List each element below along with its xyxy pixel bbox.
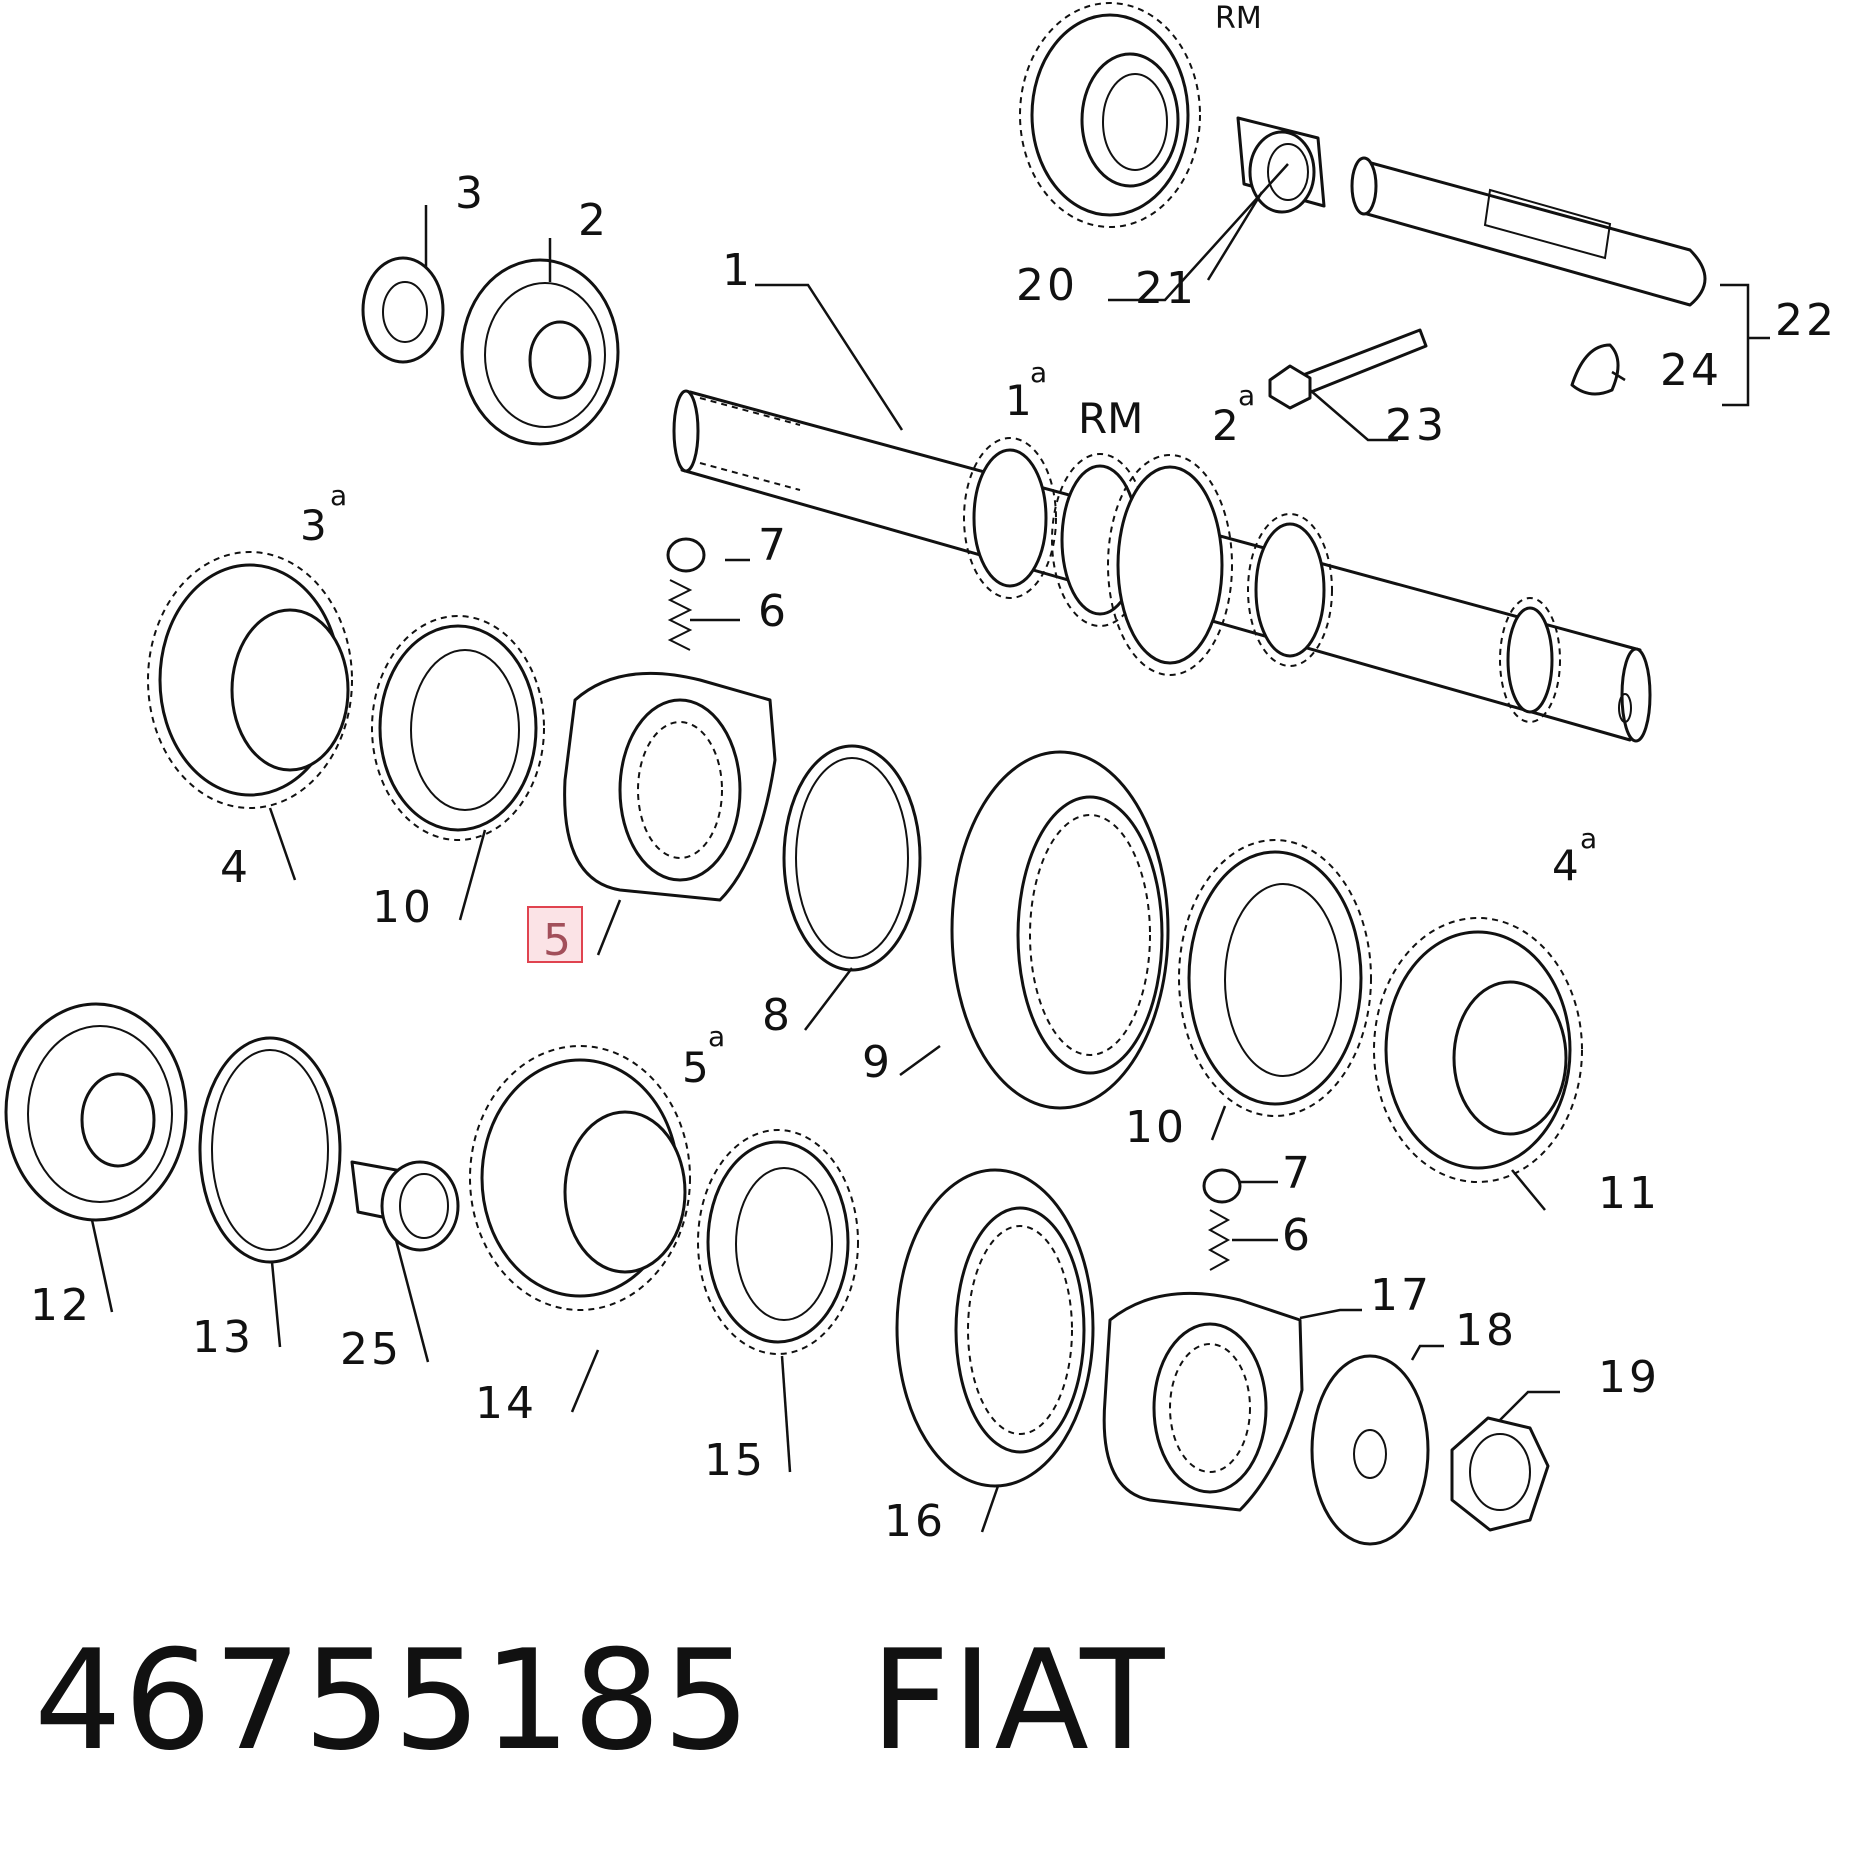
gear-mark-second: 2 a <box>1212 379 1255 450</box>
bushing-part-25[interactable] <box>350 1160 460 1252</box>
fourth-gear-part-11[interactable] <box>1373 917 1583 1183</box>
callout-23: 23 <box>1385 400 1447 451</box>
ball-part-7b[interactable] <box>1202 1168 1242 1204</box>
callout-6a: 6 <box>758 586 789 637</box>
callout-13: 13 <box>192 1312 254 1363</box>
callout-19: 19 <box>1598 1352 1660 1403</box>
key-part-24[interactable] <box>1570 343 1620 396</box>
callout-5-highlight-box <box>527 906 583 963</box>
gear-mark-first: 1 a <box>1005 356 1047 425</box>
svg-text:a: a <box>708 1020 725 1053</box>
callout-9: 9 <box>862 1037 893 1088</box>
callout-17: 17 <box>1370 1270 1432 1321</box>
callout-7a: 7 <box>758 520 789 571</box>
callout-8: 8 <box>762 990 793 1041</box>
svg-text:5: 5 <box>682 1043 709 1092</box>
circlip-part-13[interactable] <box>198 1036 342 1264</box>
callout-20: 20 <box>1016 260 1078 311</box>
synchro-ring-part-15[interactable] <box>697 1129 859 1355</box>
part-number-caption: 46755185 FIAT <box>34 1620 1166 1781</box>
svg-text:a: a <box>1238 379 1255 412</box>
synchro-hub-part-5[interactable] <box>563 671 777 902</box>
callout-2: 2 <box>578 195 609 246</box>
ball-part-7a[interactable] <box>666 537 706 573</box>
nut-part-19[interactable] <box>1450 1416 1550 1532</box>
circlip-part-8[interactable] <box>782 744 922 972</box>
callout-14: 14 <box>475 1378 537 1429</box>
callout-5[interactable]: 5 <box>543 915 571 966</box>
callout-12: 12 <box>30 1280 92 1331</box>
svg-text:a: a <box>330 479 347 512</box>
part-number: 46755185 <box>34 1620 753 1781</box>
gear-mark-rm-shaft: RM <box>1078 394 1143 443</box>
svg-text:3: 3 <box>300 501 327 550</box>
callout-3: 3 <box>455 168 486 219</box>
gear-mark-fourth: 4 a <box>1552 822 1597 890</box>
bearing-part-2[interactable] <box>460 258 620 446</box>
spring-part-6b[interactable] <box>1207 1209 1231 1271</box>
svg-text:2: 2 <box>1212 401 1239 450</box>
bearing-part-12[interactable] <box>4 1002 188 1222</box>
callout-6b: 6 <box>1282 1210 1313 1261</box>
seal-part-3[interactable] <box>361 256 445 364</box>
svg-text:4: 4 <box>1552 841 1579 890</box>
sliding-sleeve-part-9[interactable] <box>950 750 1170 1110</box>
callout-21: 21 <box>1135 263 1197 314</box>
synchro-ring-part-10a[interactable] <box>371 615 545 841</box>
synchro-ring-part-10b[interactable] <box>1178 839 1372 1117</box>
gear-mark-rm-top: RM <box>1215 1 1262 36</box>
callout-10b: 10 <box>1125 1102 1187 1153</box>
fifth-gear-part-14[interactable] <box>469 1045 691 1311</box>
callout-11: 11 <box>1598 1168 1660 1219</box>
callout-22: 22 <box>1775 295 1837 346</box>
screw-part-23[interactable] <box>1268 328 1428 410</box>
reverse-gear-part-20[interactable] <box>1019 2 1201 228</box>
spring-part-6a[interactable] <box>667 579 693 651</box>
svg-text:a: a <box>1580 822 1597 855</box>
third-gear-part-4[interactable] <box>147 551 353 809</box>
gear-mark-third: 3 a <box>300 479 347 550</box>
callout-16: 16 <box>884 1496 946 1547</box>
leader-lines <box>90 163 1770 1533</box>
callout-25: 25 <box>340 1324 402 1375</box>
callout-4: 4 <box>220 842 251 893</box>
reverse-shaft-part-22[interactable] <box>1350 156 1707 307</box>
callout-7b: 7 <box>1282 1148 1313 1199</box>
sliding-sleeve-part-16[interactable] <box>895 1168 1095 1488</box>
callout-15: 15 <box>704 1435 766 1486</box>
thrust-washer-part-18[interactable] <box>1310 1354 1430 1546</box>
svg-text:a: a <box>1030 356 1047 389</box>
reverse-bushing-part-21[interactable] <box>1236 116 1326 214</box>
brand-name: FIAT <box>870 1620 1167 1781</box>
main-shaft-part-1[interactable] <box>672 389 1652 743</box>
callout-24: 24 <box>1660 345 1722 396</box>
gear-mark-fifth: 5 a <box>682 1020 725 1092</box>
callout-18: 18 <box>1455 1305 1517 1356</box>
callout-10a: 10 <box>372 882 434 933</box>
callout-1: 1 <box>722 245 753 296</box>
svg-text:1: 1 <box>1005 376 1032 425</box>
synchro-hub-part-17[interactable] <box>1102 1291 1304 1512</box>
